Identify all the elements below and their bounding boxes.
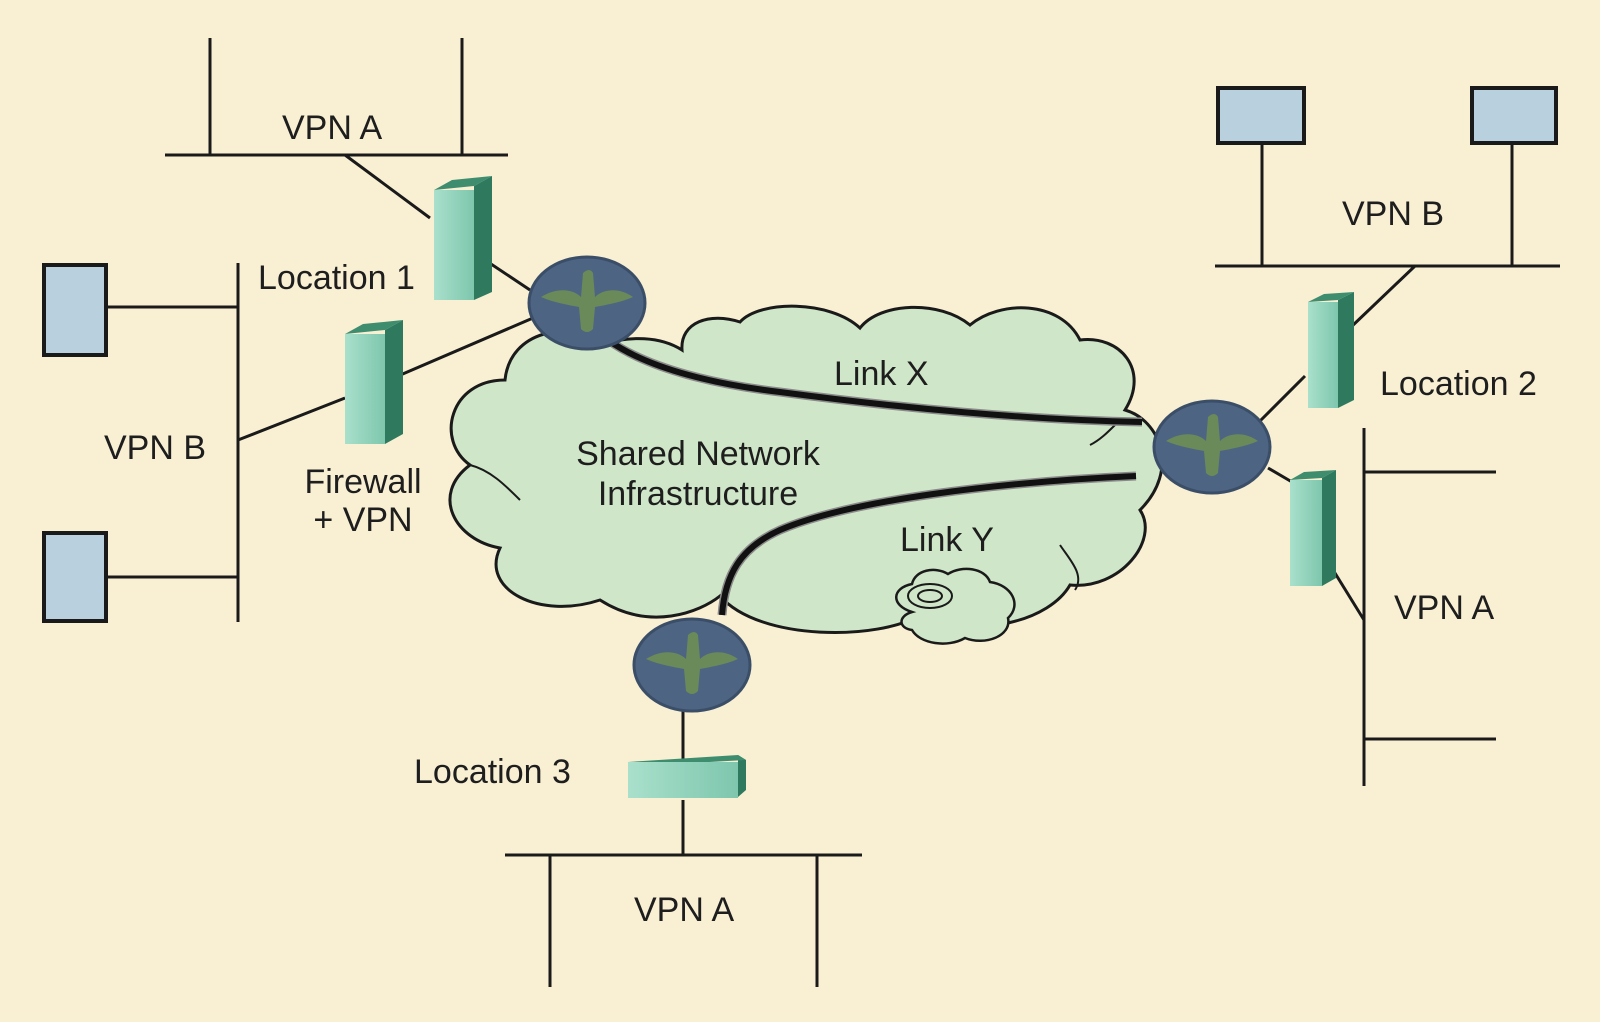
firewall-icon [345, 320, 403, 444]
firewall-icon [1308, 292, 1354, 408]
vpn-a-bottom-network [505, 706, 862, 987]
firewall-vpn-label-line2: + VPN [313, 501, 413, 539]
link-y-line-core [719, 473, 1137, 616]
link-x-line-core [606, 337, 1143, 425]
firewall-vpn-label-line1: Firewall [304, 463, 422, 501]
host-computer-icon [1216, 86, 1306, 145]
shared-network-label-line2: Infrastructure [597, 475, 799, 513]
cloud-icon [448, 304, 1164, 635]
vpn-a-bottom-label: VPN A [634, 891, 735, 929]
vpn-a-top-network [165, 38, 531, 292]
location-3-label: Location 3 [414, 753, 571, 791]
firewall-icon [628, 755, 746, 798]
vpn-b-right-network [1215, 143, 1560, 428]
router-icon [632, 617, 752, 713]
location-1-label: Location 1 [258, 259, 415, 297]
router-icon [1152, 399, 1272, 495]
router-icon [527, 255, 647, 351]
location-2-label: Location 2 [1380, 365, 1537, 403]
link-x-label: Link X [834, 355, 929, 393]
firewall-icon [434, 176, 492, 300]
link-y-label: Link Y [900, 521, 994, 559]
host-computer-icon [42, 263, 108, 357]
firewall-icon [1290, 470, 1336, 586]
vpn-b-left-label: VPN B [104, 429, 207, 467]
vpn-b-left-network [106, 263, 541, 622]
vpn-a-right-label: VPN A [1394, 589, 1495, 627]
host-computer-icon [1470, 86, 1558, 145]
vpn-b-right-label: VPN B [1342, 195, 1445, 233]
small-cloud-icon [895, 567, 1016, 645]
shared-network-label-line1: Shared Network [576, 435, 820, 473]
host-computer-icon [42, 531, 108, 623]
vpn-a-top-label: VPN A [282, 109, 383, 147]
